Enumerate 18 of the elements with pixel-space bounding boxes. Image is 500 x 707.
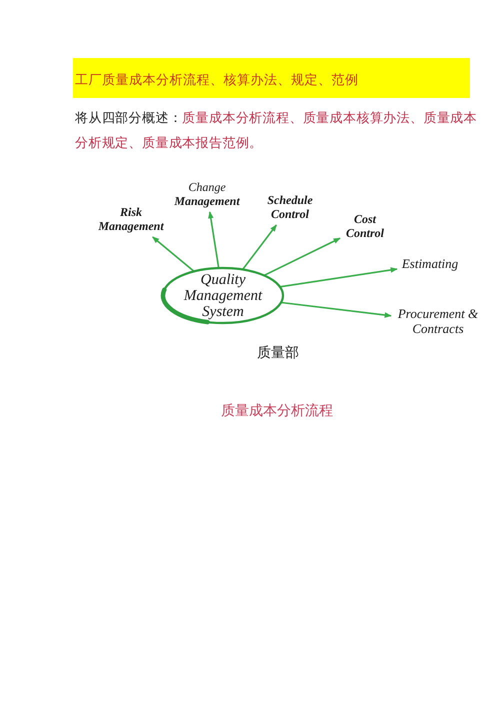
caption: 质量部: [256, 343, 300, 362]
section-heading: 质量成本分析流程: [220, 401, 334, 420]
node-label: Cost Control: [343, 211, 387, 241]
node-label: Risk Management: [96, 204, 166, 234]
arrow: [242, 224, 278, 270]
node-label: Procurement & Contracts: [394, 306, 482, 337]
arrow: [280, 267, 398, 288]
title-banner: 工厂质量成本分析流程、核算办法、规定、范例: [73, 58, 470, 98]
node-label: Schedule Control: [263, 192, 317, 222]
arrow: [208, 211, 220, 268]
node-label: Quality Management System: [182, 272, 264, 320]
node-label: Change Management: [172, 179, 242, 209]
arrow: [264, 238, 341, 276]
arrow: [152, 236, 195, 272]
intro-paragraph: 将从四部分概述：质量成本分析流程、质量成本核算办法、质量成本分析规定、质量成本报告范例。: [75, 109, 478, 152]
node-label: Estimating: [400, 256, 460, 272]
arrow: [280, 302, 392, 318]
ellipse-node: [160, 265, 286, 326]
